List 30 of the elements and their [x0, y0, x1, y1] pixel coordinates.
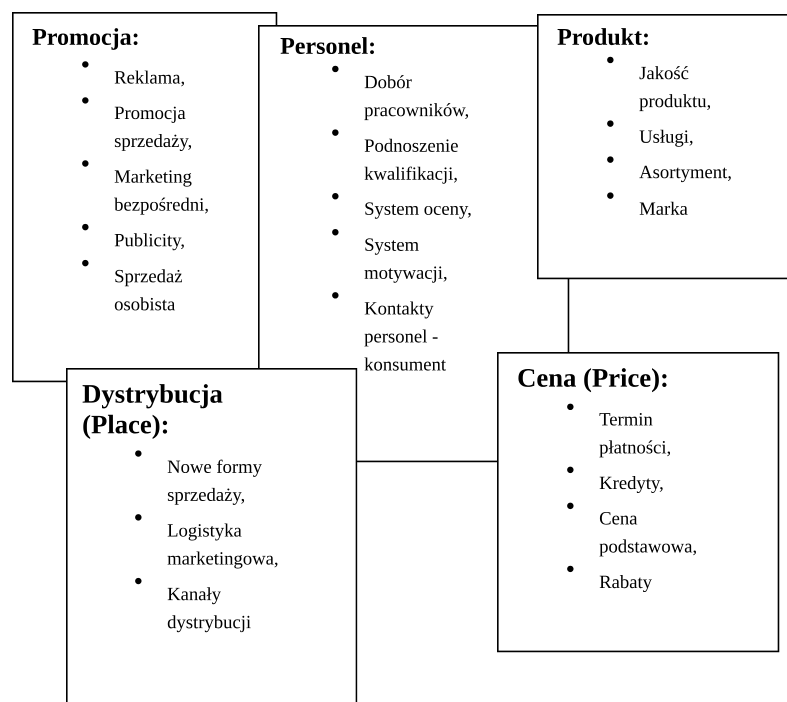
- list-item: Dobór pracowników,: [364, 75, 468, 120]
- text-box: [497, 352, 780, 652]
- list-item: Promocja sprzedaży,: [114, 106, 192, 151]
- list-item: Reklama,: [114, 70, 184, 86]
- text-box: [66, 368, 358, 702]
- list-item: Publicity,: [114, 233, 184, 250]
- list-item: Sprzedaż osobista: [114, 269, 182, 310]
- list-item: Jakość produktu,: [639, 66, 710, 112]
- heading: Cena (Price):: [518, 368, 667, 392]
- list-item: Marketing bezpośredni,: [114, 170, 208, 215]
- heading: Personel:: [280, 37, 374, 54]
- list-item: Cena podstawowa,: [599, 512, 696, 556]
- list-item: Kanały dystrybucji: [168, 587, 251, 632]
- list-item: Usługi,: [640, 130, 692, 147]
- list-item: Podnoszenie kwalifikacji,: [364, 138, 458, 184]
- list-item: Kontakty personel - konsument: [364, 301, 446, 371]
- text-box: [537, 14, 787, 280]
- heading: Produkt:: [558, 28, 648, 46]
- list-item: System motywacji,: [364, 238, 446, 283]
- list-item: Termin płatności,: [599, 413, 670, 458]
- heading: Promocja:: [32, 28, 138, 50]
- list-item: Rabaty: [600, 575, 652, 592]
- list-item: Nowe formy sprzedaży,: [168, 460, 262, 505]
- list-item: System oceny,: [365, 202, 471, 219]
- list-item: Logistyka marketingowa,: [168, 524, 278, 569]
- list-item: Asortyment,: [639, 166, 731, 182]
- list-item: Marka: [640, 202, 688, 215]
- list-item: Kredyty,: [600, 476, 663, 494]
- heading: Dystrybucja (Place):: [82, 384, 222, 439]
- text-box: [12, 12, 278, 382]
